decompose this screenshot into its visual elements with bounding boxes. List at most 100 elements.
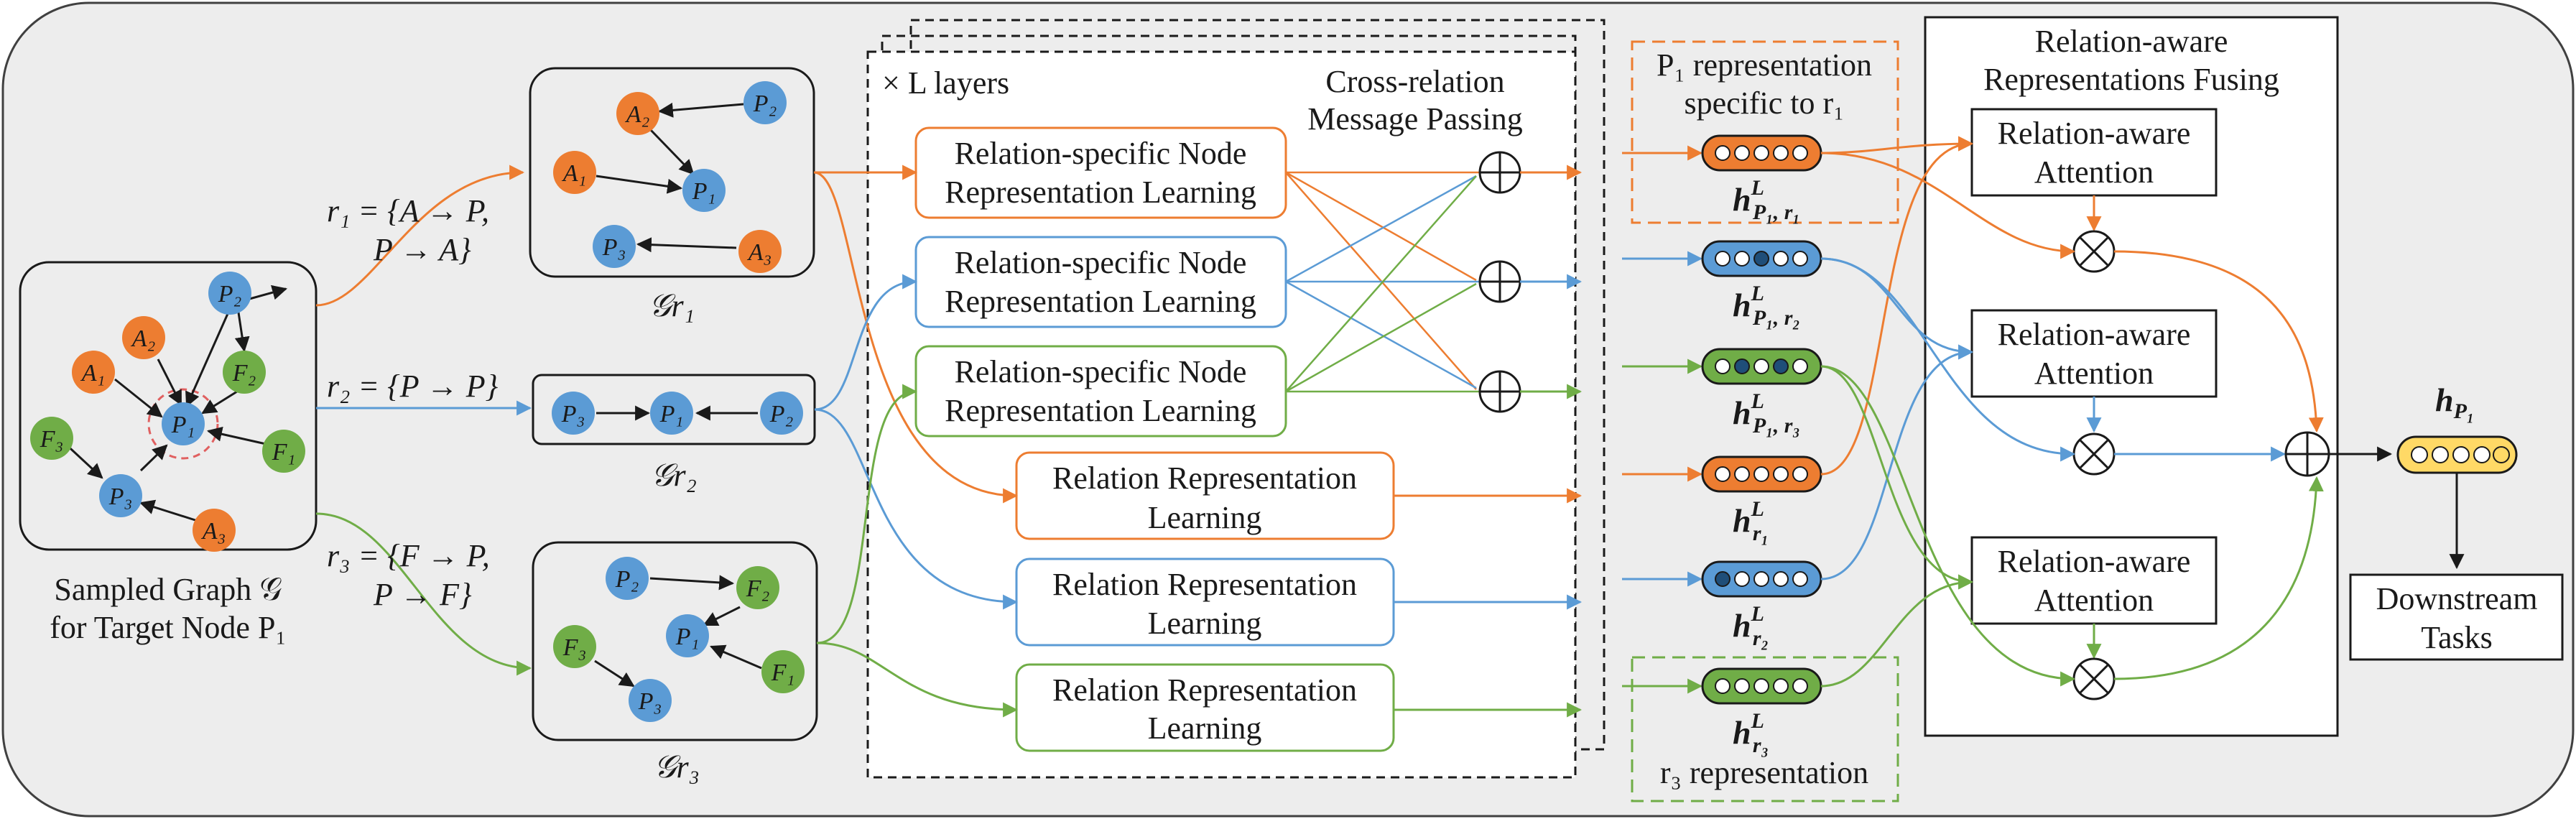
svg-text:Relation-specific Node: Relation-specific Node: [955, 354, 1247, 389]
annotation-p1-specific-2: specific to r₁: [1684, 85, 1844, 121]
vector-cell: [1753, 358, 1769, 374]
sum-node-r3: [1478, 370, 1521, 413]
vector-cell: [1792, 251, 1808, 267]
node-learning-module-r1: Relation-specific Node Representation Le…: [914, 126, 1287, 219]
cross-relation-title-2: Message Passing: [1307, 101, 1522, 136]
subgraph-r2: P₃ P₁ P₂ 𝒢r₂: [532, 374, 816, 493]
sg3-node-F2: F₂: [736, 566, 779, 609]
svg-text:Relation Representation: Relation Representation: [1052, 672, 1357, 708]
svg-text:F₃: F₃: [40, 426, 64, 453]
svg-text:P₁: P₁: [692, 178, 716, 205]
svg-text:A₃: A₃: [201, 518, 226, 545]
vector-cell: [1734, 358, 1750, 374]
svg-text:A₂: A₂: [131, 325, 156, 352]
svg-text:P₃: P₃: [108, 483, 133, 510]
svg-text:A₁: A₁: [80, 360, 106, 387]
relation-learning-module-r3: Relation Representation Learning: [1015, 663, 1395, 752]
sg-node-P3: P₃: [99, 474, 142, 517]
annotation-r3-representation: r₃ representation: [1660, 755, 1868, 790]
subgraph-r3-label: 𝒢r₃: [654, 749, 700, 785]
svg-text:Relation-aware: Relation-aware: [1998, 544, 2191, 579]
svg-text:Learning: Learning: [1148, 606, 1262, 641]
svg-text:P₃: P₃: [638, 688, 662, 715]
vector-cell: [1734, 466, 1750, 482]
relation-r3-line2: P → F}: [373, 577, 472, 612]
vector-cell: [1715, 466, 1731, 482]
multiply-node-3: [2072, 657, 2116, 700]
vector-cell: [1773, 358, 1789, 374]
svg-text:P₂: P₂: [769, 401, 794, 427]
sg3-node-P3: P₃: [629, 679, 672, 722]
relation-r1-line1: r₁ = {A → P,: [327, 193, 489, 228]
svg-text:Attention: Attention: [2034, 356, 2154, 391]
svg-text:P₂: P₂: [218, 281, 242, 307]
vector-cell: [1773, 571, 1789, 587]
edge-sg2-to-node-r2: [814, 274, 918, 411]
sg3-node-F3: F₃: [553, 625, 596, 668]
subgraph-r2-label: 𝒢r₂: [651, 458, 697, 493]
sg-node-P1: P₁: [162, 402, 205, 445]
sg-node-A2: A₂: [122, 316, 165, 359]
annotation-p1-specific-box: [1631, 40, 1899, 224]
vector-cell: [1753, 571, 1769, 587]
sum-node-r2: [1478, 260, 1521, 303]
sg2-node-P1: P₁: [650, 392, 693, 435]
subgraph-r1: A₂ P₂ A₁ P₁ P₃ A₃ 𝒢r₁: [529, 67, 815, 323]
svg-text:Relation-specific Node: Relation-specific Node: [955, 245, 1247, 280]
edge-sg-to-r3: [315, 512, 532, 676]
output-label: hP₁: [2435, 381, 2474, 423]
svg-text:Relation-aware: Relation-aware: [1998, 116, 2191, 151]
node-learning-module-r2: Relation-specific Node Representation Le…: [914, 236, 1287, 328]
svg-text:P₂: P₂: [753, 91, 777, 117]
vector-cell: [1734, 251, 1750, 267]
vector-cell: [1715, 358, 1731, 374]
sg1-node-P3: P₃: [593, 225, 636, 268]
sg-node-F3: F₃: [30, 417, 73, 460]
vector-cell: [1792, 571, 1808, 587]
svg-text:Relation Representation: Relation Representation: [1052, 567, 1357, 602]
node-learning-module-r3: Relation-specific Node Representation Le…: [914, 345, 1287, 438]
svg-text:F₁: F₁: [771, 660, 795, 686]
relation-r2-line1: r₂ = {P → P}: [327, 369, 499, 404]
svg-text:F₁: F₁: [272, 439, 296, 466]
attention-box-3: Relation-aware Attention: [1970, 536, 2218, 625]
sg2-node-P3: P₃: [552, 392, 595, 435]
svg-text:Relation-specific Node: Relation-specific Node: [955, 136, 1247, 171]
sg1-node-A2: A₂: [616, 92, 659, 135]
vector-cell: [1753, 251, 1769, 267]
vector-cell: [1792, 678, 1808, 694]
vector-cell: [1734, 571, 1750, 587]
attention-box-2: Relation-aware Attention: [1970, 309, 2218, 398]
svg-text:Representation Learning: Representation Learning: [945, 393, 1256, 428]
vector-cell: [1773, 466, 1789, 482]
svg-text:P₁: P₁: [171, 412, 195, 438]
relation-learning-module-r1: Relation Representation Learning: [1015, 451, 1395, 540]
sg-node-F2: F₂: [223, 351, 266, 394]
sg-node-A3: A₃: [193, 509, 236, 552]
edge-sg3-to-node-r3: [816, 384, 918, 644]
relation-r1-line2: P → A}: [373, 232, 471, 267]
vector-cell: [1753, 678, 1769, 694]
svg-text:F₂: F₂: [746, 575, 770, 602]
multiply-node-1: [2072, 230, 2116, 273]
edge-sg1-to-rel-r1: [813, 171, 1019, 504]
vector-cell: [1753, 145, 1769, 161]
svg-text:F₃: F₃: [562, 634, 587, 661]
annotation-r3-box: [1631, 656, 1899, 802]
svg-text:Representation Learning: Representation Learning: [945, 175, 1256, 210]
vector-cell: [1734, 145, 1750, 161]
subgraph-r1-label: 𝒢r₁: [649, 288, 695, 323]
edge-sg3-to-rel-r3: [816, 642, 1019, 718]
svg-text:A₂: A₂: [625, 101, 650, 128]
layers-label: × L layers: [882, 65, 1009, 101]
vector-cell: [1715, 678, 1731, 694]
svg-text:P₂: P₂: [615, 566, 639, 593]
